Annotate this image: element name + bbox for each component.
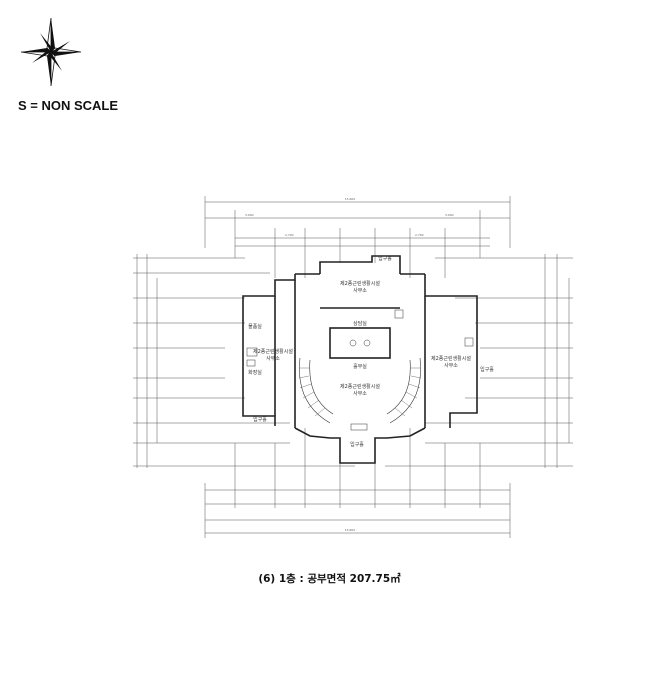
room-meeting: 상담실 [353, 320, 367, 327]
room-office-top-line2: 사무소 [353, 287, 367, 294]
floor-plan-drawing: 15,600 3,000 3,000 2,700 2,700 15,600 [133, 196, 573, 538]
svg-text:3,000: 3,000 [245, 213, 254, 217]
north-arrow-compass-icon [20, 17, 82, 87]
svg-text:2,700: 2,700 [415, 233, 424, 237]
room-office-top-line1: 제2종근린생활시설 [340, 280, 380, 287]
room-toilet-left: 화장실 [248, 369, 262, 376]
plan-caption: (6) 1층 : 공부면적 207.75㎡ [258, 573, 401, 585]
room-storage-left: 물품실 [248, 323, 262, 330]
svg-text:2,700: 2,700 [285, 233, 294, 237]
room-entrance-right: 입구홀 [480, 366, 494, 373]
room-entrance-top: 입구홀 [378, 255, 392, 262]
room-office-center-line2: 사무소 [353, 390, 367, 397]
svg-text:15,600: 15,600 [345, 197, 356, 201]
scale-label: S = NON SCALE [18, 98, 119, 113]
room-entrance-bottom: 입구홀 [350, 441, 364, 448]
room-office-center-line1: 제2종근린생활시설 [340, 383, 380, 390]
svg-text:3,000: 3,000 [445, 213, 454, 217]
room-office-right-line1: 제2종근린생활시설 [431, 355, 471, 362]
svg-text:15,600: 15,600 [345, 528, 356, 532]
room-office-right-line2: 사무소 [444, 362, 458, 369]
room-entrance-left: 입구홀 [253, 416, 267, 423]
room-office-left-line2: 사무소 [266, 355, 280, 362]
room-hall: 홀부실 [353, 363, 367, 370]
room-office-left-line1: 제2종근린생활시설 [253, 348, 293, 355]
